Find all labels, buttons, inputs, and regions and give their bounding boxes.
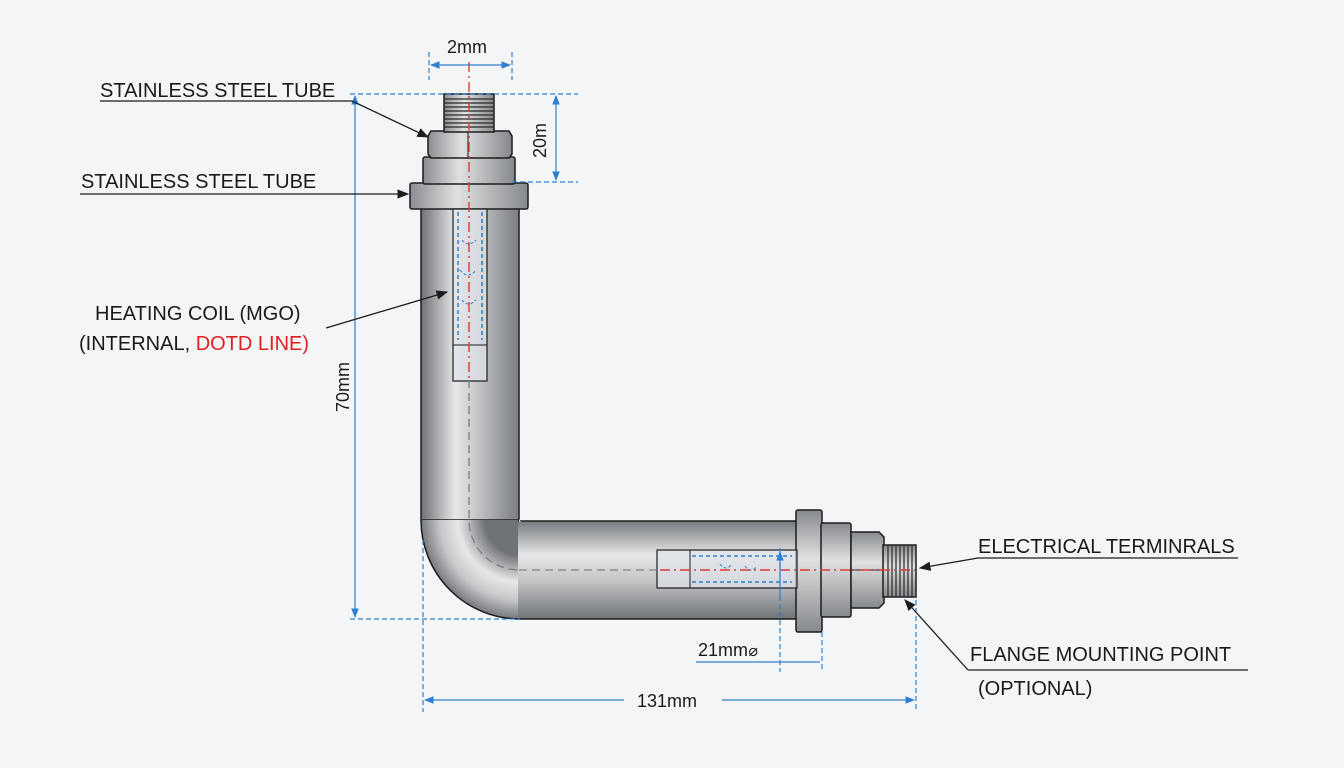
label-heating-coil-note-a: (INTERNAL,	[79, 333, 196, 355]
label-heating-coil: HEATING COIL (MGO)	[95, 303, 301, 325]
dim-top-width: 2mm	[447, 37, 487, 57]
label-flange-mounting: FLANGE MOUNTING POINT	[970, 644, 1231, 666]
label-heating-coil-note: (INTERNAL, DOTD LINE)	[79, 333, 309, 355]
dim-overall-height: 70mm	[333, 362, 353, 412]
label-flange-optional: (OPTIONAL)	[978, 678, 1092, 700]
dimension-lines	[350, 52, 917, 712]
label-stainless-tube-top: STAINLESS STEEL TUBE	[100, 80, 335, 102]
diameter-symbol: ⌀	[748, 643, 758, 660]
dim-diameter-value: 21mm	[698, 640, 748, 660]
heating-coil-horizontal	[656, 549, 798, 589]
label-stainless-tube-flange: STAINLESS STEEL TUBE	[81, 171, 316, 193]
centerlines	[468, 62, 915, 571]
leader-lines	[80, 100, 1248, 671]
heating-coil-vertical	[452, 208, 488, 382]
dim-overall-width: 131mm	[637, 691, 697, 711]
dim-top-height: 20m	[530, 123, 550, 158]
right-fitting	[795, 509, 917, 633]
dim-diameter: 21mm⌀	[698, 640, 758, 660]
label-electrical-terminals: ELECTRICAL TERMINRALS	[978, 536, 1235, 558]
label-heating-coil-note-b: DOTD LINE)	[196, 333, 309, 355]
